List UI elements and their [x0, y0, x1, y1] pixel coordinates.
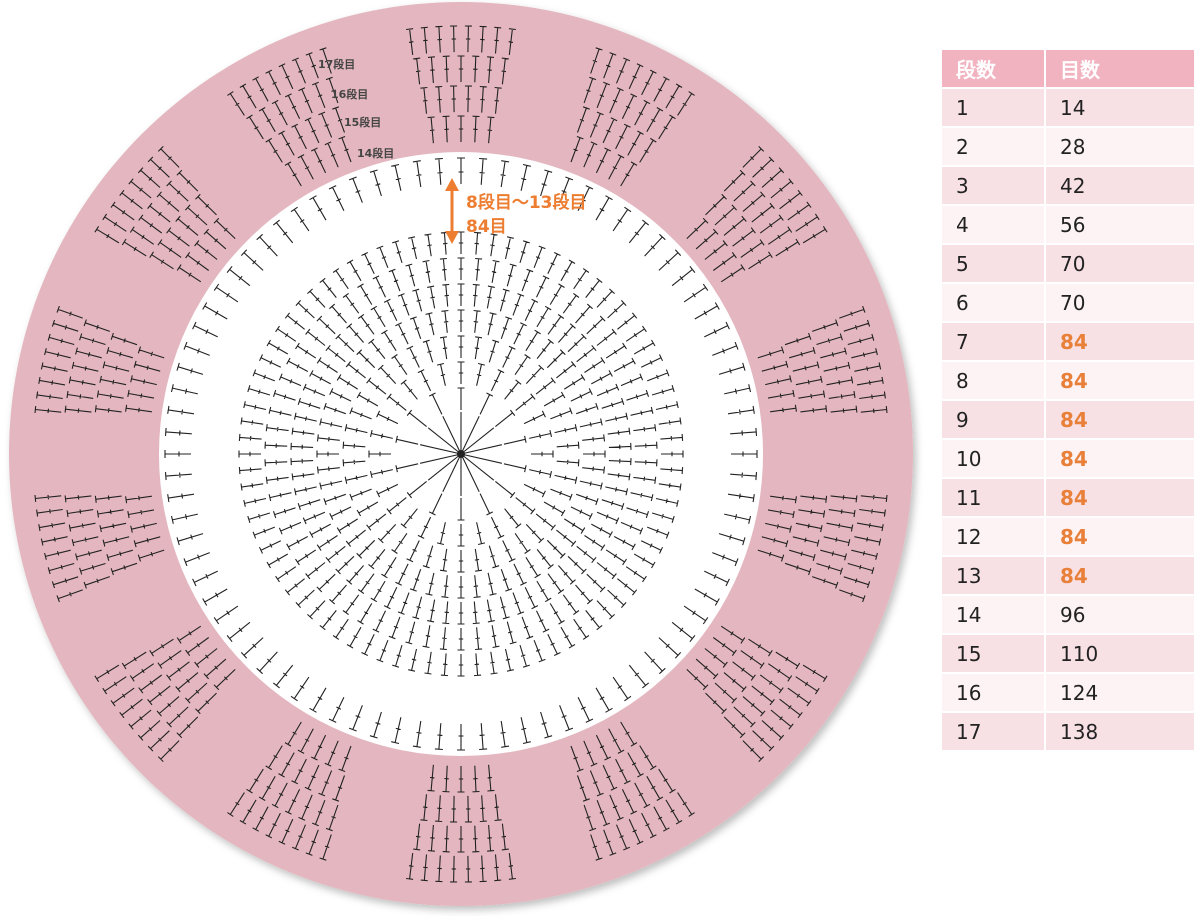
stitch-count-cell: 84 [1046, 479, 1196, 518]
row-number-cell: 15 [942, 635, 1046, 674]
header-rows: 段数 [942, 50, 1046, 89]
repeat-rows-annotation: 8段目～13段目 84目 [445, 178, 587, 244]
stitch-count-cell: 96 [1046, 596, 1196, 635]
row-label-14: 14段目 [357, 146, 394, 160]
row-number-cell: 13 [942, 557, 1046, 596]
stitch-count-cell: 56 [1046, 206, 1196, 245]
stitch-count-cell: 124 [1046, 674, 1196, 713]
row-number-cell: 4 [942, 206, 1046, 245]
arrow-down-icon [445, 231, 459, 244]
row-number-cell: 8 [942, 362, 1046, 401]
row-label-16: 16段目 [331, 87, 368, 101]
note-count-label: 84目 [466, 217, 507, 237]
row-number-cell: 9 [942, 401, 1046, 440]
stitch-count-cell: 70 [1046, 245, 1196, 284]
row-labels: 17段目 16段目 15段目 14段目 [318, 57, 394, 160]
stitch-marks [34, 25, 888, 883]
row-label-15: 15段目 [344, 115, 381, 129]
row-label-17: 17段目 [318, 57, 355, 71]
crochet-chart-diagram: 17段目 16段目 15段目 14段目 8段目～13段目 84目 [9, 2, 913, 906]
stitch-count-cell: 70 [1046, 284, 1196, 323]
stitch-count-cell: 84 [1046, 557, 1196, 596]
stitch-count-cell: 110 [1046, 635, 1196, 674]
row-number-cell: 17 [942, 713, 1046, 752]
stitch-symbols [34, 25, 888, 883]
stitch-count-cell: 84 [1046, 440, 1196, 479]
center-magic-ring [457, 450, 465, 458]
stitch-count-cell: 14 [1046, 89, 1196, 128]
row-number-cell: 5 [942, 245, 1046, 284]
row-number-cell: 2 [942, 128, 1046, 167]
row-number-cell: 11 [942, 479, 1046, 518]
stitch-count-cell: 138 [1046, 713, 1196, 752]
row-number-cell: 10 [942, 440, 1046, 479]
stitch-count-cell: 42 [1046, 167, 1196, 206]
stitch-count-cell: 28 [1046, 128, 1196, 167]
stitch-count-cell: 84 [1046, 323, 1196, 362]
header-stitches: 目数 [1046, 50, 1196, 89]
stitch-count-cell: 84 [1046, 362, 1196, 401]
row-number-cell: 6 [942, 284, 1046, 323]
row-number-cell: 7 [942, 323, 1046, 362]
row-number-cell: 12 [942, 518, 1046, 557]
stitch-count-cell: 84 [1046, 518, 1196, 557]
row-number-cell: 16 [942, 674, 1046, 713]
arrow-up-icon [445, 178, 459, 191]
row-number-cell: 14 [942, 596, 1046, 635]
row-number-cell: 3 [942, 167, 1046, 206]
note-rows-label: 8段目～13段目 [466, 192, 587, 213]
row-number-cell: 1 [942, 89, 1046, 128]
stitch-count-cell: 84 [1046, 401, 1196, 440]
table-header-row: 段数 目数 [942, 50, 1196, 89]
